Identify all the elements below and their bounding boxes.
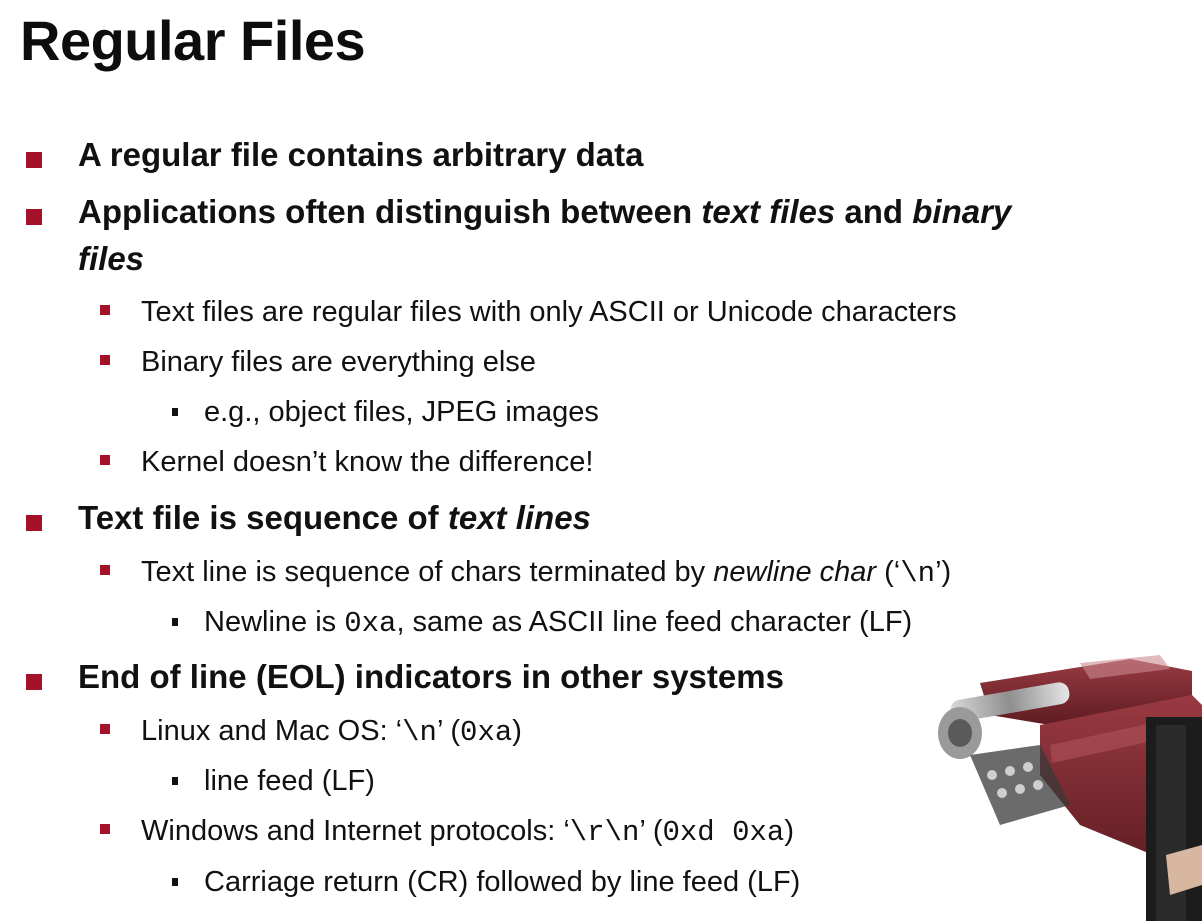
bullet-marker (26, 209, 42, 225)
typewriter-photo (938, 655, 1202, 921)
text-part: Text file is sequence of (78, 499, 448, 536)
sub-bullet-marker (100, 724, 110, 734)
text-part: , same as ASCII line feed character (LF) (396, 606, 913, 638)
text-part: Applications often distinguish between (78, 193, 702, 230)
emphasis-text-lines: text lines (447, 499, 591, 536)
sub-bullet-kernel: Kernel doesn’t know the difference! (141, 446, 594, 478)
sub-sub-bullet-marker (172, 777, 178, 785)
text-part: (‘ (876, 556, 901, 588)
sub-sub-bullet-marker (172, 618, 178, 626)
code-newline: \n (900, 557, 936, 590)
bullet-marker (26, 152, 42, 168)
sub-bullet-text-files: Text files are regular files with only A… (141, 296, 957, 328)
sub-sub-bullet-marker (172, 408, 178, 416)
bullet-applications-continued: files (78, 240, 145, 277)
text-part: ) (784, 815, 794, 847)
text-part: Newline is (204, 606, 345, 638)
sub-sub-bullet-newline-value: Newline is 0xa, same as ASCII line feed … (204, 606, 912, 640)
emphasis-text-files: text files (701, 193, 836, 230)
bullet-marker (26, 515, 42, 531)
sub-bullet-linux-mac: Linux and Mac OS: ‘\n’ (0xa) (141, 715, 522, 749)
text-part: Linux and Mac OS: ‘ (141, 715, 403, 747)
sub-sub-bullet-examples: e.g., object files, JPEG images (204, 396, 599, 428)
sub-bullet-marker (100, 824, 110, 834)
sub-sub-bullet-cr-lf: Carriage return (CR) followed by line fe… (204, 866, 801, 898)
sub-bullet-marker (100, 305, 110, 315)
sub-bullet-marker (100, 455, 110, 465)
text-part: and (835, 193, 913, 230)
sub-bullet-marker (100, 355, 110, 365)
sub-bullet-marker (100, 565, 110, 575)
sub-bullet-text-line: Text line is sequence of chars terminate… (141, 556, 951, 590)
code-newline: \n (402, 716, 437, 749)
text-part: Text line is sequence of chars terminate… (141, 556, 714, 588)
code-crlf: \r\n (569, 816, 640, 849)
text-part: ’ ( (639, 815, 663, 847)
emphasis-binary: binary (912, 193, 1012, 230)
bullet-marker (26, 674, 42, 690)
sub-sub-bullet-line-feed: line feed (LF) (204, 765, 375, 797)
text-part: ) (512, 715, 522, 747)
slide-title: Regular Files (20, 9, 366, 72)
sub-bullet-windows: Windows and Internet protocols: ‘\r\n’ (… (141, 815, 794, 849)
bullet-regular-file: A regular file contains arbitrary data (78, 136, 644, 173)
bullet-eol-indicators: End of line (EOL) indicators in other sy… (78, 658, 784, 695)
text-part: ’ ( (436, 715, 461, 747)
code-0xa: 0xa (460, 716, 513, 749)
text-part: ’) (935, 556, 952, 588)
sub-bullet-binary-files: Binary files are everything else (141, 346, 536, 378)
emphasis-newline-char: newline char (713, 556, 877, 588)
code-0xd-0xa: 0xd 0xa (662, 816, 785, 849)
sub-sub-bullet-marker (172, 878, 178, 886)
bullet-text-lines: Text file is sequence of text lines (78, 499, 591, 537)
code-0xa: 0xa (344, 607, 397, 640)
text-part: Windows and Internet protocols: ‘ (141, 815, 570, 847)
bullet-applications: Applications often distinguish between t… (78, 193, 1011, 231)
